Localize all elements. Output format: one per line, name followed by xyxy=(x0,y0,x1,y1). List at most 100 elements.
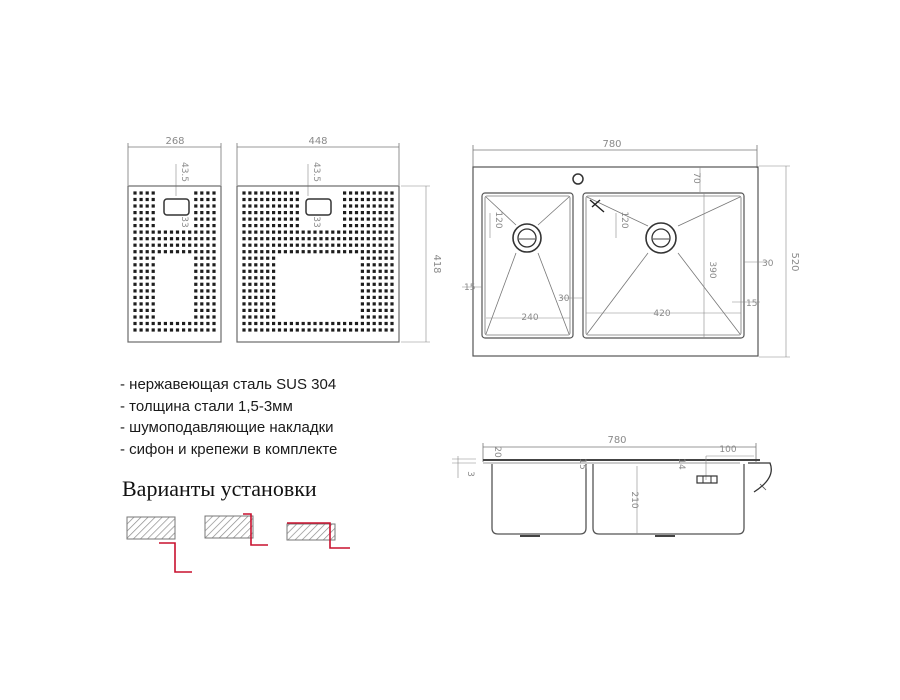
left-bowl xyxy=(481,192,574,339)
perforation-hole xyxy=(248,302,252,306)
perforation-hole xyxy=(283,243,287,247)
perforation-hole xyxy=(337,237,341,241)
right-inner-label: 15 xyxy=(746,299,757,309)
perforation-hole xyxy=(194,315,198,319)
perforation-hole xyxy=(133,217,137,221)
perforation-hole xyxy=(354,224,359,228)
perforation-hole xyxy=(378,263,382,267)
perforation-hole xyxy=(248,269,252,273)
perforation-hole xyxy=(283,197,287,202)
perforation-hole xyxy=(360,217,364,221)
perforation-hole xyxy=(139,224,143,228)
perforation-hole xyxy=(295,328,299,332)
perforation-hole xyxy=(200,256,204,260)
perforation-hole xyxy=(248,243,252,247)
perforation-hole xyxy=(194,295,198,299)
perforation-hole xyxy=(206,217,210,221)
perforation-hole xyxy=(206,282,210,286)
perforation-hole xyxy=(188,230,192,234)
perforation-hole xyxy=(378,269,382,273)
perforation-hole xyxy=(283,204,287,208)
perforation-hole xyxy=(248,250,252,254)
perforation-hole xyxy=(390,276,394,280)
perforation-hole xyxy=(378,289,382,293)
perforation-hole xyxy=(372,224,376,228)
perforation-hole xyxy=(277,204,282,208)
perforation-hole xyxy=(366,263,370,267)
perforation-hole xyxy=(360,237,364,241)
perforation-hole xyxy=(372,315,376,319)
perforation-hole xyxy=(248,237,252,241)
perforation-hole xyxy=(206,197,210,202)
sink-side-view: 780 3 20 15 14 210 100 xyxy=(452,435,772,537)
perforation-hole xyxy=(272,282,276,286)
perforation-hole xyxy=(151,269,155,273)
perforation-hole xyxy=(248,197,252,202)
perforation-hole xyxy=(212,204,216,208)
perforation-hole xyxy=(289,197,293,202)
perforation-hole xyxy=(390,197,394,202)
perforation-hole xyxy=(372,289,376,293)
small-board-width-label: 268 xyxy=(165,136,184,147)
perforation-hole xyxy=(133,289,137,293)
spec-item: - сифон и крепежи в комплекте xyxy=(120,440,338,458)
perforation-hole xyxy=(378,224,382,228)
perforation-hole xyxy=(360,308,364,312)
perforation-hole xyxy=(169,250,174,254)
perforation-hole xyxy=(283,328,287,332)
perforation-hole xyxy=(175,250,180,254)
perforation-hole xyxy=(337,230,341,234)
bowl-depth-label: 390 xyxy=(707,261,717,278)
perforation-hole xyxy=(366,269,370,273)
right-drain-icon xyxy=(645,222,677,254)
perforation-hole xyxy=(151,217,155,221)
side-width-label: 780 xyxy=(607,435,626,446)
perforation-hole xyxy=(319,237,323,241)
perforation-hole xyxy=(372,282,376,286)
perforation-hole xyxy=(384,256,388,260)
perforation-hole xyxy=(277,217,282,221)
perforation-hole xyxy=(366,276,370,280)
perforation-hole xyxy=(242,243,246,247)
perforation-hole xyxy=(175,328,180,332)
perforation-hole xyxy=(295,250,299,254)
perforation-hole xyxy=(266,263,270,267)
perforation-hole xyxy=(337,250,341,254)
perforation-hole xyxy=(266,308,270,312)
perforation-hole xyxy=(139,263,143,267)
perforation-hole xyxy=(360,321,364,326)
perforation-hole xyxy=(390,302,394,306)
perforation-hole xyxy=(200,250,204,254)
perforation-hole xyxy=(366,211,370,215)
perforation-hole xyxy=(378,230,382,234)
perforation-hole xyxy=(354,250,359,254)
perforation-hole xyxy=(182,328,186,332)
perforation-hole xyxy=(349,321,353,326)
perforation-hole xyxy=(145,224,149,228)
perforation-hole xyxy=(372,197,376,202)
perforation-hole xyxy=(242,217,246,221)
perforation-hole xyxy=(200,243,204,247)
perforation-hole xyxy=(242,224,246,228)
perforation-hole xyxy=(151,263,155,267)
perforation-hole xyxy=(331,250,335,254)
perforation-hole xyxy=(378,308,382,312)
perforation-hole xyxy=(194,217,198,221)
perforation-hole xyxy=(133,197,137,202)
perforation-hole xyxy=(266,269,270,273)
perforation-hole xyxy=(254,315,258,319)
perforation-hole xyxy=(200,315,204,319)
perforation-hole xyxy=(248,211,252,215)
perforation-hole xyxy=(212,211,216,215)
perforation-hole xyxy=(289,204,293,208)
perforation-hole xyxy=(378,237,382,241)
large-board-perforation xyxy=(242,191,394,332)
sink-height-label: 520 xyxy=(789,252,800,271)
perforation-hole xyxy=(307,328,311,332)
perforation-hole xyxy=(200,211,204,215)
perforation-hole xyxy=(384,204,388,208)
perforation-hole xyxy=(331,328,335,332)
perforation-hole xyxy=(378,204,382,208)
perforation-hole xyxy=(145,256,149,260)
perforation-hole xyxy=(139,289,143,293)
